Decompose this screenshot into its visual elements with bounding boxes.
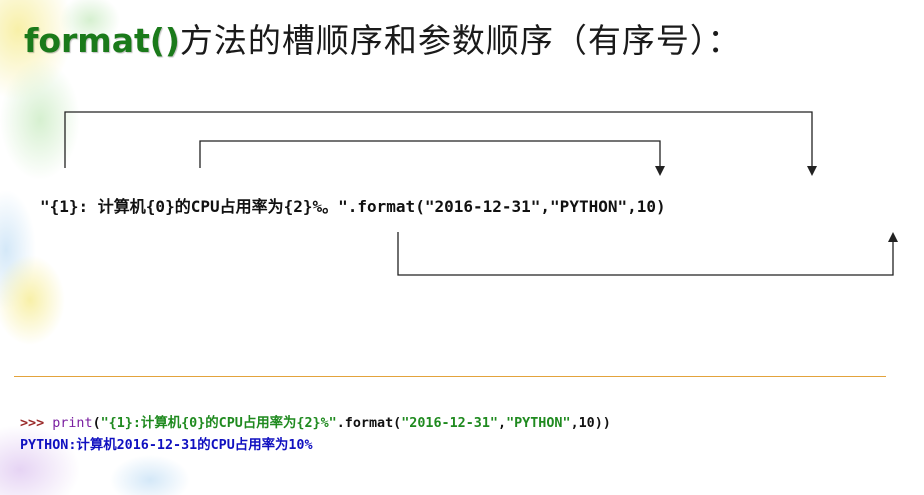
argument-python: "PYTHON"	[506, 416, 571, 431]
argument-date: "2016-12-31"	[401, 416, 498, 431]
slot2-to-arg3-connector	[397, 232, 894, 276]
arrowhead-down-arg2	[807, 166, 817, 176]
print-keyword: print	[52, 416, 93, 431]
template-string: "{1}:计算机{0}的CPU占用率为{2}%"	[100, 416, 337, 431]
format-call: .format(	[336, 416, 402, 431]
slide-title: format()方法的槽顺序和参数顺序（有序号）：	[24, 14, 741, 62]
arrowhead-down-arg1	[655, 166, 665, 176]
shell-input-line: >>> print("{1}:计算机{0}的CPU占用率为{2}%".forma…	[20, 411, 611, 431]
shell-prompt: >>>	[20, 416, 53, 431]
title-format-keyword: format()	[24, 21, 180, 60]
argument-separator: ,	[498, 416, 507, 431]
open-paren: (	[92, 416, 101, 431]
format-example-code: "{1}: 计算机{0}的CPU占用率为{2}%。".format("2016-…	[40, 197, 666, 216]
slot0-to-arg1-connector	[199, 140, 661, 168]
argument-tail: ,10))	[570, 416, 611, 431]
title-description: 方法的槽顺序和参数顺序（有序号）：	[179, 21, 742, 60]
shell-output-line: PYTHON:计算机2016-12-31的CPU占用率为10%	[20, 438, 313, 453]
slot1-to-arg2-connector	[64, 111, 813, 168]
arrowhead-up-arg3	[888, 232, 898, 242]
section-divider	[14, 376, 886, 377]
